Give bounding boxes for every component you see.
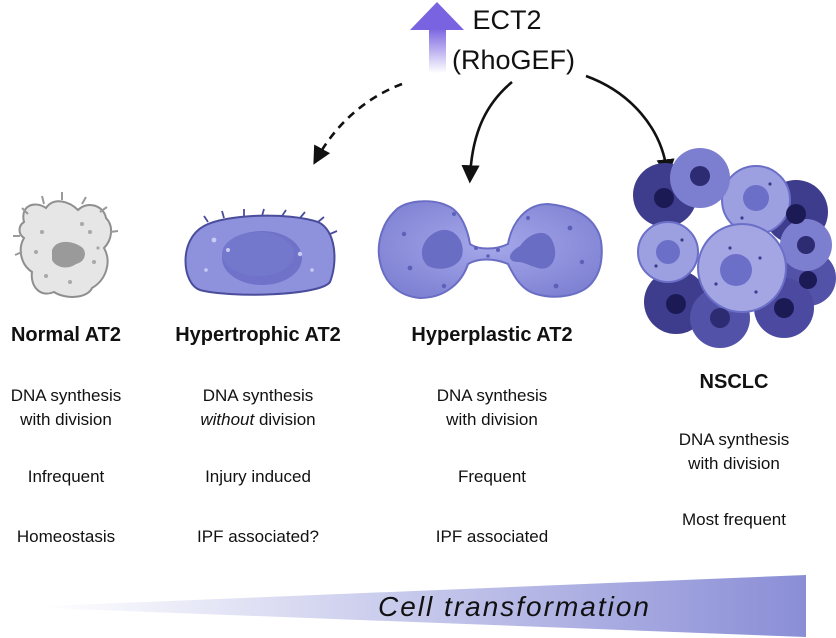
nsclc-tumor-cluster-icon <box>633 148 836 348</box>
transformation-gradient-wedge <box>46 575 806 637</box>
hyperplastic-at2-cell-icon <box>377 200 603 300</box>
nsclc-title: NSCLC <box>699 371 769 393</box>
hypertrophic-at2-synthesis-line1: DNA synthesis <box>202 386 314 405</box>
normal-at2-synthesis-line1: DNA synthesis <box>10 386 122 405</box>
solid-arrow-nsclc <box>585 74 675 178</box>
normal-at2-synthesis-line2: with division <box>20 410 112 429</box>
rhogef-label: (RhoGEF) <box>452 45 576 75</box>
solid-arrow-hyperplastic <box>461 81 513 184</box>
hyperplastic-at2-synthesis-line1: DNA synthesis <box>436 386 548 405</box>
hyperplastic-at2-context: IPF associated <box>435 527 549 546</box>
hypertrophic-at2-context: IPF associated? <box>197 527 319 546</box>
cell-transformation-label: Cell transformation <box>378 591 651 622</box>
nsclc-synthesis-line1: DNA synthesis <box>678 430 790 449</box>
hypertrophic-at2-synthesis-line2: without division <box>200 410 316 429</box>
normal-at2-title: Normal AT2 <box>10 324 122 346</box>
nsclc-frequency: Most frequent <box>682 510 786 529</box>
hyperplastic-at2-title: Hyperplastic AT2 <box>411 324 573 346</box>
hyperplastic-at2-synthesis-line2: with division <box>446 410 538 429</box>
ect2-label: ECT2 <box>472 5 542 35</box>
hyperplastic-at2-frequency: Frequent <box>457 467 527 486</box>
dashed-arrow <box>313 82 403 165</box>
normal-at2-frequency: Infrequent <box>27 467 105 486</box>
normal-at2-cell-icon <box>13 192 119 298</box>
nsclc-synthesis-line2: with division <box>688 454 780 473</box>
normal-at2-context: Homeostasis <box>16 527 116 546</box>
hypertrophic-at2-frequency: Injury induced <box>205 467 311 486</box>
hypertrophic-at2-cell-icon <box>184 208 338 296</box>
hypertrophic-at2-title: Hypertrophic AT2 <box>175 324 341 346</box>
upregulation-arrow <box>410 2 464 73</box>
